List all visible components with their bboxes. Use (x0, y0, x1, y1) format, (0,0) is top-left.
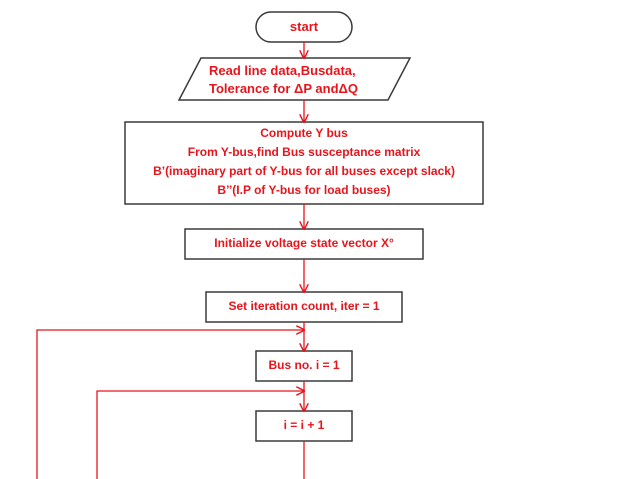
read-data-line-1: Read line data,Busdata, (209, 63, 356, 78)
loop-return-outer (36, 330, 304, 479)
init-voltage-label: Initialize voltage state vector X° (214, 236, 394, 250)
bus-no-label: Bus no. i = 1 (268, 358, 340, 372)
compute-ybus-box (124, 121, 484, 205)
set-iter-label: Set iteration count, iter = 1 (228, 299, 380, 313)
compute-ybus-line-3: B’(imaginary part of Y-bus for all buses… (153, 164, 455, 178)
read-data-parallelogram (177, 57, 412, 101)
compute-ybus-line-1: Compute Y bus (260, 126, 348, 140)
compute-ybus-line-2: From Y-bus,find Bus susceptance matrix (187, 145, 421, 159)
increment-box (255, 410, 353, 442)
increment-label: i = i + 1 (283, 418, 325, 432)
compute-ybus-line-4: B’’(I.P of Y-bus for load buses) (217, 183, 391, 197)
start-label: start (289, 19, 319, 34)
read-data-line-2: Tolerance for ΔP andΔQ (209, 81, 358, 96)
loop-return-inner (96, 391, 304, 479)
